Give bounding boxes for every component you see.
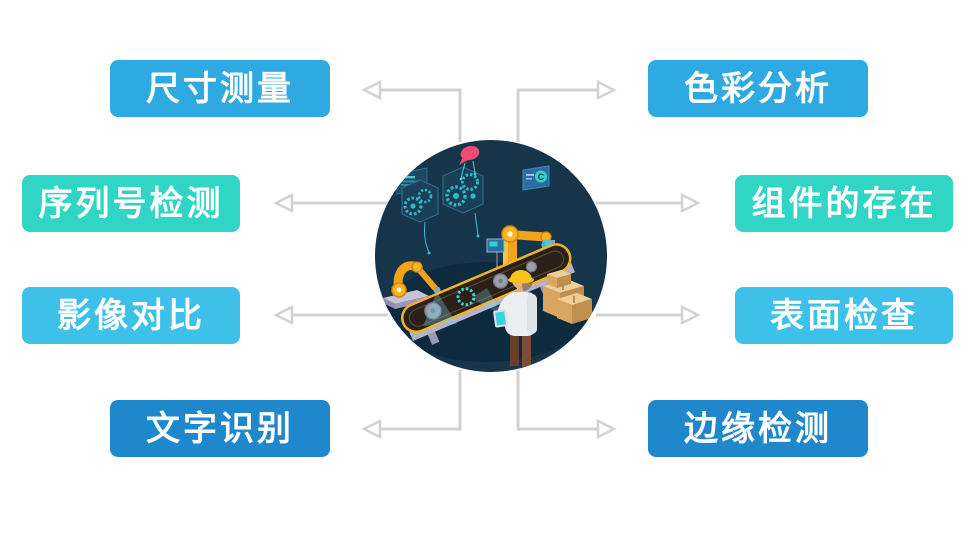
machine-vision-illustration: C — [375, 140, 607, 372]
logo-screen: C — [522, 165, 550, 191]
pink-marker — [459, 145, 480, 181]
connector-mid-right-lower — [596, 304, 701, 326]
label-component-presence: 组件的存在 — [735, 175, 953, 232]
connector-mid-left-lower — [273, 304, 388, 326]
logo-letter: C — [538, 172, 545, 182]
label-text: 表面检查 — [770, 296, 918, 335]
label-surface-inspection: 表面检查 — [735, 287, 953, 344]
cardboard-boxes — [543, 270, 592, 324]
label-text: 色彩分析 — [684, 69, 832, 108]
connector-top-right — [516, 79, 617, 142]
label-image-comparison: 影像对比 — [22, 287, 240, 344]
label-serial-number-detection: 序列号检测 — [22, 175, 240, 232]
label-text: 组件的存在 — [751, 184, 937, 223]
hard-hat — [508, 270, 534, 284]
label-text: 文字识别 — [146, 409, 294, 448]
connector-top-left — [361, 79, 462, 142]
conveyor-belt — [401, 243, 576, 345]
label-text: 尺寸测量 — [146, 69, 294, 108]
connector-bottom-left — [361, 370, 462, 440]
connector-mid-right-upper — [596, 192, 701, 214]
holo-drop-line — [424, 221, 430, 253]
connector-bottom-right — [516, 370, 617, 440]
conveyor-parts — [424, 261, 538, 320]
label-text-recognition: 文字识别 — [110, 400, 330, 457]
holo-gear-panel-center — [442, 166, 484, 214]
tablet-scan-beam — [471, 288, 503, 316]
tablet — [493, 309, 508, 328]
label-text: 序列号检测 — [38, 184, 224, 223]
label-text: 边缘检测 — [684, 409, 832, 448]
robot-arm-left — [383, 261, 441, 309]
label-text: 影像对比 — [57, 296, 205, 335]
label-dimension-measurement: 尺寸测量 — [110, 60, 330, 117]
connector-mid-left-upper — [273, 192, 388, 214]
label-edge-detection: 边缘检测 — [648, 400, 868, 457]
spray-beam — [423, 292, 457, 326]
holo-gear-panel-left — [401, 179, 439, 223]
factory-worker — [471, 270, 537, 371]
label-color-analysis: 色彩分析 — [648, 60, 868, 117]
